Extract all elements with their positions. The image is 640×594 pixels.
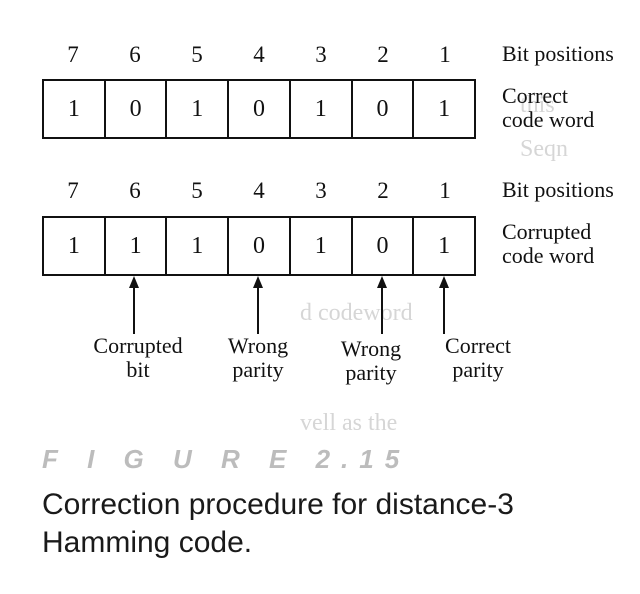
- annotation-correct-parity: Correct parity: [445, 334, 511, 382]
- annotation-line: Correct: [445, 333, 511, 358]
- annotation-line: parity: [232, 357, 284, 382]
- label-line: Corrupted: [502, 219, 592, 244]
- bit-cell: 0: [353, 81, 415, 137]
- bit-cell: 0: [106, 81, 168, 137]
- bit-cell: 1: [44, 218, 106, 274]
- bit-cell: 1: [291, 81, 353, 137]
- bit-position: 3: [315, 42, 327, 67]
- up-arrow-icon: [377, 276, 387, 334]
- annotation-line: Corrupted: [93, 333, 183, 358]
- annotation-line: Wrong: [227, 333, 289, 358]
- annotation-corrupted-bit: Corrupted bit: [93, 334, 182, 382]
- bit-position: 7: [67, 178, 79, 203]
- bit-positions-row-2: 7 6 5 4 3 2 1: [42, 178, 476, 206]
- correct-code-word: 1 0 1 0 1 0 1: [42, 79, 476, 139]
- annotation-wrong-parity: Wrong parity: [228, 334, 288, 382]
- corrupted-code-word-label: Corrupted code word: [502, 220, 594, 268]
- bit-cell: 0: [229, 81, 291, 137]
- bit-position: 2: [377, 178, 389, 203]
- annotation-line: Wrong: [340, 336, 402, 361]
- show-through-text: d codeword: [300, 300, 413, 326]
- show-through-text: vell as the: [300, 410, 398, 436]
- bit-position: 6: [129, 42, 141, 67]
- bit-cell: 1: [438, 232, 451, 259]
- annotation-line: bit: [126, 357, 150, 382]
- bit-position: 5: [191, 42, 203, 67]
- bit-cell: 1: [438, 95, 451, 122]
- up-arrow-icon: [129, 276, 139, 334]
- label-line: Correct: [502, 83, 568, 108]
- bit-cell: 1: [291, 218, 353, 274]
- bit-cell: 0: [353, 218, 415, 274]
- show-through-text: this: [520, 92, 555, 118]
- bit-positions-label: Bit positions: [502, 41, 614, 66]
- corrupted-code-word: 1 1 1 0 1 0 1: [42, 216, 476, 276]
- up-arrow-icon: [439, 276, 449, 334]
- correct-code-word-label: Correct code word: [502, 84, 594, 132]
- figure-caption: Correction procedure for distance-3 Hamm…: [42, 488, 514, 559]
- bit-positions-row-1: 7 6 5 4 3 2 1: [42, 42, 476, 70]
- bit-position: 1: [439, 178, 451, 203]
- bit-position: 7: [67, 42, 79, 67]
- bit-position: 1: [439, 42, 451, 67]
- annotation-line: parity: [345, 360, 397, 385]
- bit-position: 5: [191, 178, 203, 203]
- label-line: code word: [502, 107, 595, 132]
- bit-position: 4: [253, 178, 265, 203]
- annotation-line: parity: [452, 357, 504, 382]
- bit-cell: 1: [167, 81, 230, 137]
- bit-cell: 1: [44, 81, 106, 137]
- bit-cell: 0: [229, 218, 291, 274]
- figure-label: F I G U R E 2.15: [42, 444, 411, 474]
- up-arrow-icon: [253, 276, 263, 334]
- bit-positions-label: Bit positions: [502, 177, 614, 202]
- show-through-text: Seqn: [520, 136, 568, 162]
- bit-position: 6: [129, 178, 141, 203]
- annotation-wrong-parity: Wrong parity: [341, 337, 401, 385]
- bit-position: 3: [315, 178, 327, 203]
- bit-cell: 1: [167, 218, 230, 274]
- bit-position: 4: [253, 42, 265, 67]
- label-line: code word: [502, 243, 595, 268]
- bit-position: 2: [377, 42, 389, 67]
- bit-cell: 1: [106, 218, 168, 274]
